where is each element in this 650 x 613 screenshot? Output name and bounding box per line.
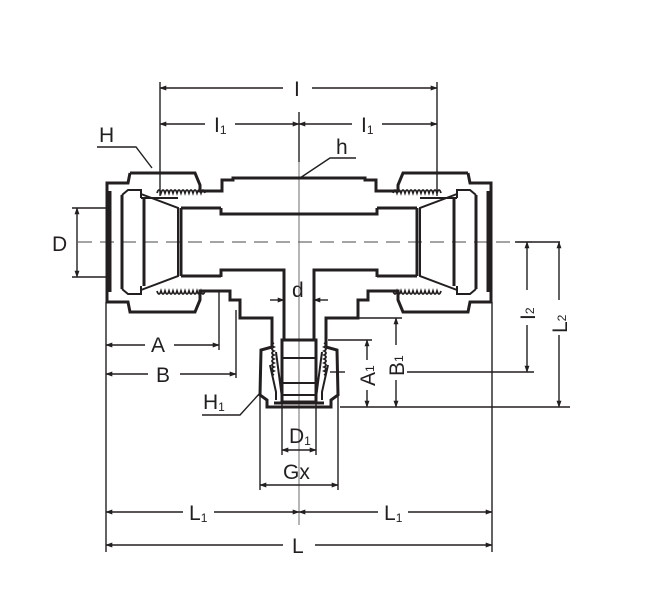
label-I2: I2 [517,307,540,320]
label-Gx: Gx [283,461,310,484]
label-H1: H1 [203,391,225,414]
label-L1-right: L1 [384,502,403,525]
label-L: L [292,535,304,558]
dimensions [72,82,570,552]
label-A1: A1 [357,365,380,386]
label-L1-left: L1 [189,502,208,525]
label-B1: B1 [386,355,409,376]
label-D1: D1 [289,425,311,448]
label-B: B [156,364,170,387]
label-d: d [292,279,304,302]
right-nut [377,171,493,314]
label-D: D [52,233,67,256]
dimension-labels: I I1 I1 H h D d A B H1 A1 B1 I2 L2 D1 Gx… [52,78,572,558]
tee-body [207,176,391,347]
label-I1-right: I1 [361,114,374,137]
left-nut [105,171,221,314]
label-I: I [294,78,300,101]
label-I1-left: I1 [214,114,227,137]
label-h: h [336,136,348,159]
label-L2: L2 [549,314,572,333]
label-H: H [99,124,114,147]
label-A: A [151,334,165,357]
